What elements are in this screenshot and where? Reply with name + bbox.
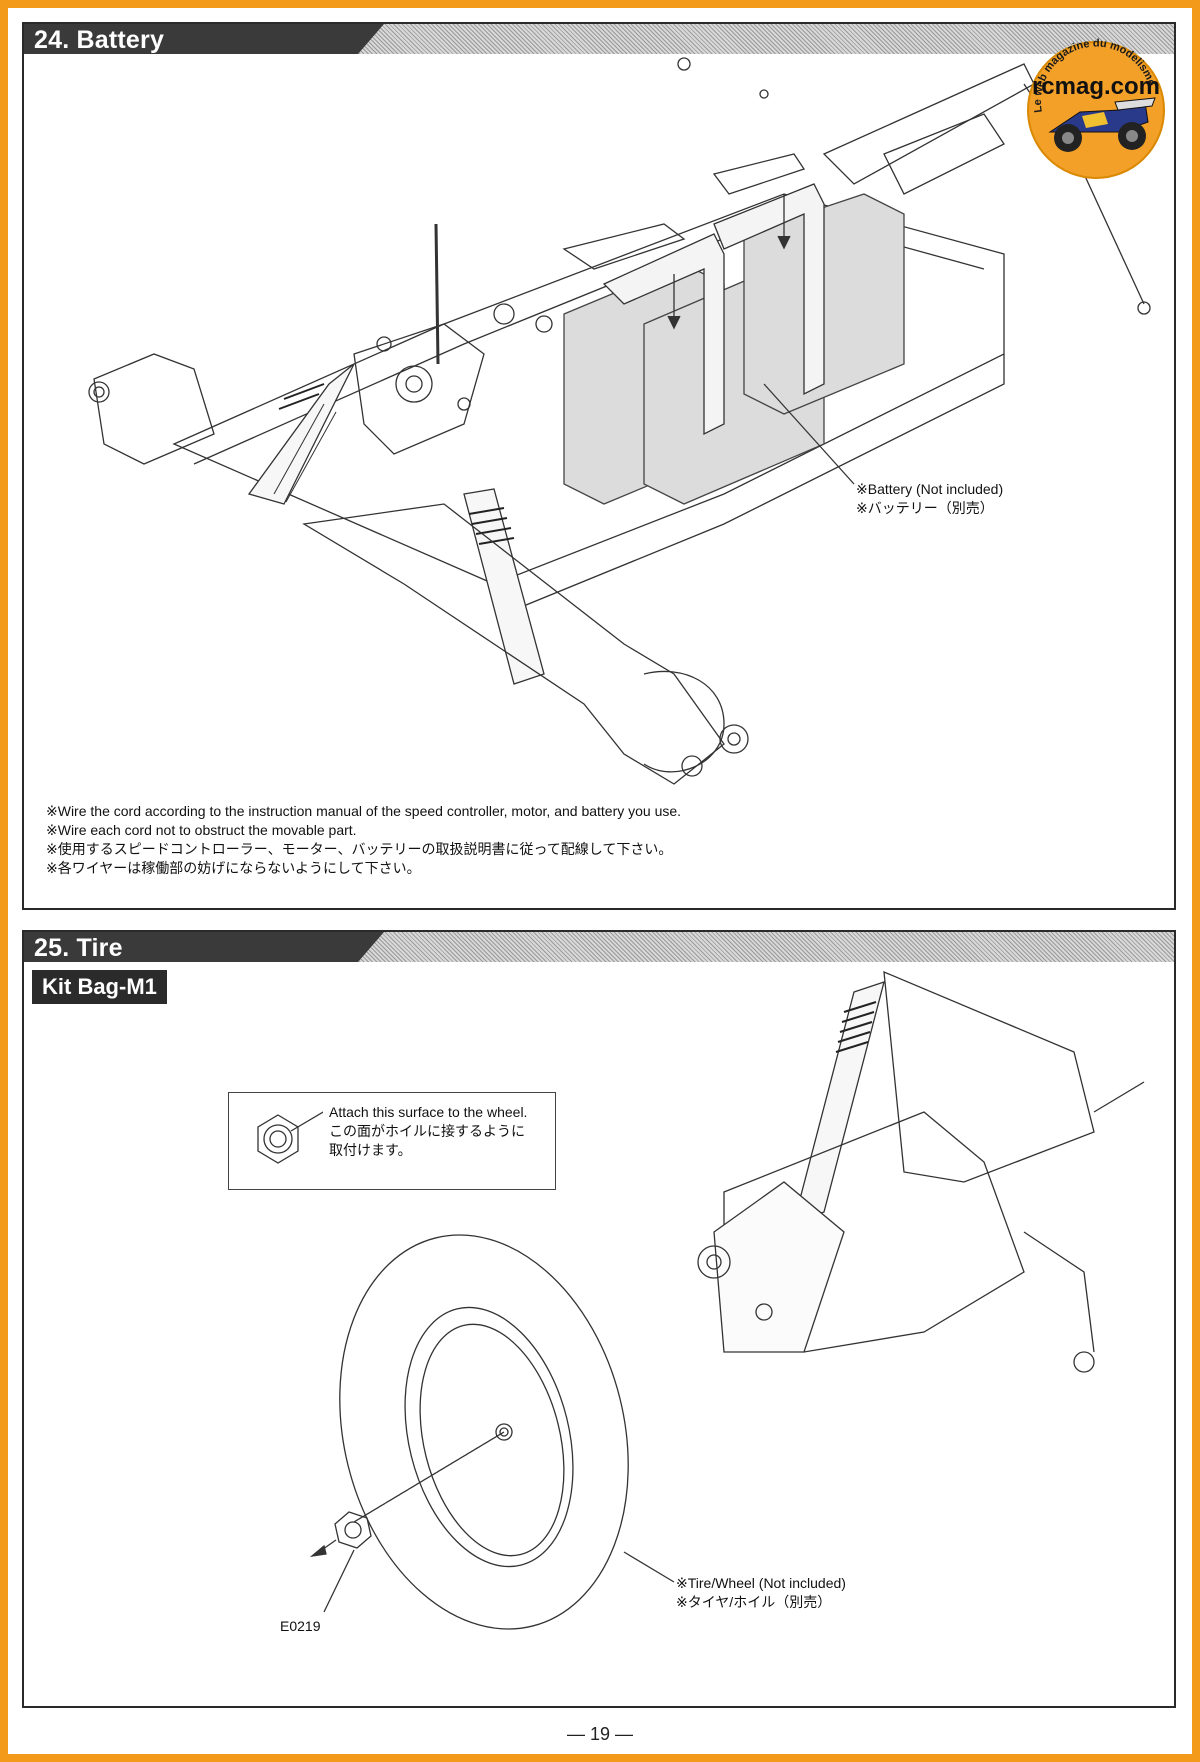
logo-brand-text: rcmag.com	[1032, 73, 1160, 100]
section-battery: 24. Battery	[22, 22, 1176, 910]
note-line: ※Wire each cord not to obstruct the mova…	[46, 822, 357, 838]
note-line: ※各ワイヤーは稼働部の妨げにならないようにして下さい。	[46, 860, 421, 876]
section-title-tab: 25. Tire	[24, 932, 384, 962]
tire-mounting-illustration	[309, 970, 1145, 1630]
rcmag-logo: Le web magazine du modelisme rcmag.com	[1027, 38, 1165, 179]
battery-callout-en: ※Battery (Not included)	[856, 481, 1004, 497]
wiring-notes: ※Wire the cord according to the instruct…	[46, 802, 681, 878]
chassis-battery-illustration	[88, 57, 1151, 785]
page-number: — 19 —	[566, 1724, 634, 1744]
part-code-label: E0219	[280, 1618, 321, 1634]
flange-nut-icon	[257, 1111, 323, 1164]
section-title: 24. Battery	[34, 26, 165, 54]
section-title-tab: 24. Battery	[24, 24, 384, 54]
note-line: ※使用するスピードコントローラー、モーター、バッテリーの取扱説明書に従って配線し…	[46, 841, 673, 857]
info-box-en: Attach this surface to the wheel.	[329, 1104, 528, 1120]
buggy-icon	[1048, 97, 1156, 152]
section-title: 25. Tire	[34, 934, 123, 962]
battery-callout: ※Battery (Not included) ※バッテリー（別売）	[856, 480, 1003, 518]
info-box-jp-2: 取付けます。	[329, 1142, 412, 1158]
kit-bag-label: Kit Bag-M1	[32, 970, 167, 1004]
tire-callout-jp: ※タイヤ/ホイル（別売）	[676, 1594, 832, 1610]
section-tire: 25. Tire Kit Bag-M1 Attach this surface …	[22, 930, 1176, 1708]
note-line: ※Wire the cord according to the instruct…	[46, 803, 682, 819]
info-box-jp-1: この面がホイルに接するように	[329, 1123, 525, 1139]
battery-callout-jp: ※バッテリー（別売）	[856, 500, 994, 516]
tire-callout: ※Tire/Wheel (Not included) ※タイヤ/ホイル（別売）	[676, 1574, 846, 1612]
tire-callout-en: ※Tire/Wheel (Not included)	[676, 1575, 846, 1591]
wheel-nut-info-box: Attach this surface to the wheel. この面がホイ…	[228, 1092, 556, 1190]
manual-page: 24. Battery	[8, 8, 1192, 1754]
